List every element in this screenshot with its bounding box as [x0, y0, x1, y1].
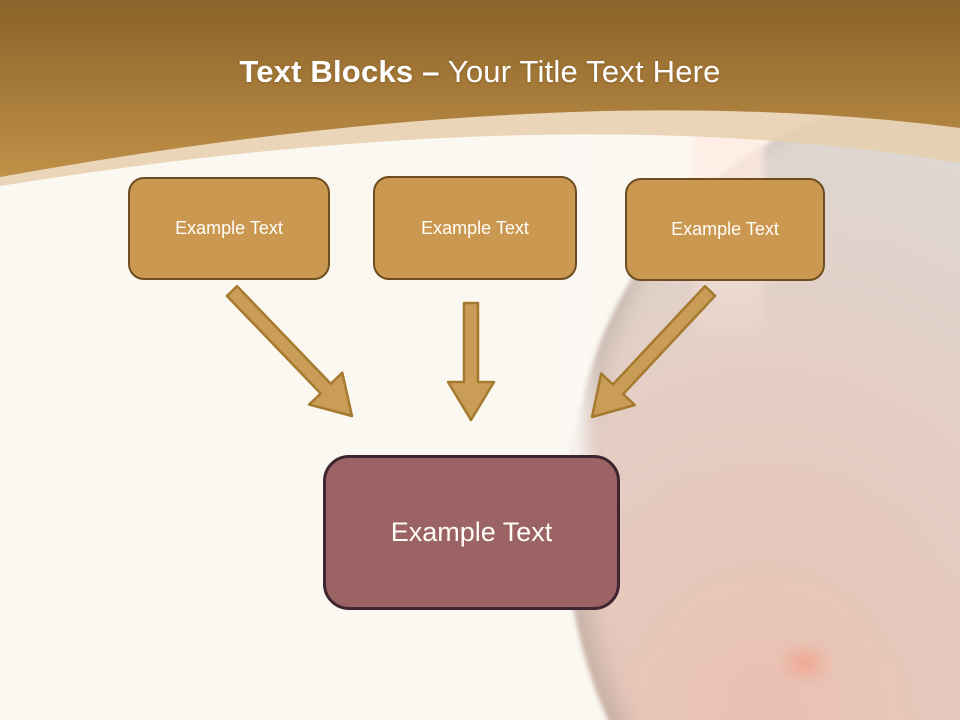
text-block-2-label: Example Text — [421, 217, 529, 238]
header-band-gold — [0, 0, 960, 177]
header-band — [0, 0, 960, 186]
text-block-3-label: Example Text — [671, 219, 779, 239]
text-block-target[interactable]: Example Text — [323, 455, 620, 610]
slide-title-emphasis: Text Blocks – — [239, 54, 440, 89]
text-block-3[interactable]: Example Text — [625, 178, 825, 281]
slide-title[interactable]: Text Blocks – Your Title Text Here — [0, 54, 960, 90]
text-block-2[interactable]: Example Text — [373, 176, 577, 280]
wine-glint-highlight — [776, 640, 834, 686]
slide-title-normal: Your Title Text Here — [447, 54, 721, 89]
connector-arrow-right-icon[interactable] — [590, 284, 717, 419]
connector-arrow-middle-icon[interactable] — [446, 301, 496, 422]
connector-arrow-left-icon[interactable] — [225, 284, 354, 418]
text-block-target-label: Example Text — [390, 517, 553, 547]
text-block-1[interactable]: Example Text — [128, 177, 330, 280]
text-block-1-label: Example Text — [175, 218, 283, 238]
